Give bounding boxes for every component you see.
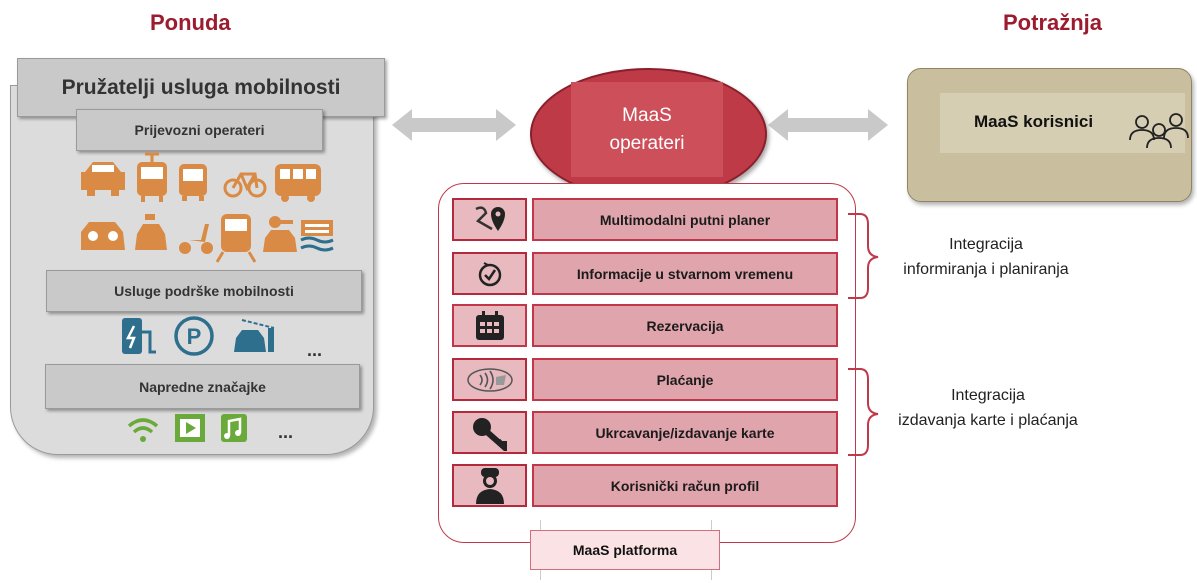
maas-operators-line2: operateri (609, 132, 685, 154)
realtime-info-label: Informacije u stvarnom vremenu (532, 252, 838, 295)
car-key-icon (263, 216, 297, 252)
brace-payment (848, 368, 879, 456)
brace-info (848, 213, 879, 299)
parking-icon: P (174, 316, 214, 356)
row-payment: Plaćanje (452, 358, 838, 401)
transport-icons-row-2 (81, 214, 334, 263)
multimodal-planner-label: Multimodalni putni planer (532, 198, 838, 241)
row-reservation: Rezervacija (452, 304, 838, 347)
transport-icons-row-1 (81, 152, 321, 202)
row-multimodal-planner: Multimodalni putni planer (452, 198, 838, 241)
maas-platform-label: MaaS platforma (530, 530, 720, 570)
payment-label: Plaćanje (532, 358, 838, 401)
car-sharing-icon (81, 222, 125, 250)
wifi-icon (127, 418, 159, 442)
ferry-icon (300, 220, 334, 252)
integration-info-line2: informiranja i planiranja (903, 261, 1069, 278)
integration-info-text: Integracija informiranja i planiranja (866, 232, 1106, 282)
train-icon (215, 214, 257, 263)
user-profile-icon (452, 464, 527, 507)
maas-operators-line1: MaaS (622, 104, 672, 126)
parking-barrier-car-icon (234, 319, 275, 352)
key-icon (452, 411, 527, 454)
features-ellipsis: ... (278, 422, 294, 442)
scooter-icon (179, 224, 213, 254)
ev-charging-icon (122, 318, 156, 354)
row-ticketing: Ukrcavanje/izdavanje karte (452, 411, 838, 454)
ticketing-label: Ukrcavanje/izdavanje karte (532, 411, 838, 454)
reservation-label: Rezervacija (532, 304, 838, 347)
contactless-payment-icon (452, 358, 527, 401)
maas-operators-label-box: MaaS operateri (571, 82, 723, 177)
mobility-providers-title: Pružatelji usluga mobilnosti (17, 58, 385, 117)
integration-payment-text: Integracija izdavanja karte i plaćanja (868, 383, 1108, 433)
tram-icon (137, 152, 167, 202)
feature-icons-row (127, 414, 247, 442)
transport-operators-box: Prijevozni operateri (76, 109, 323, 151)
clock-check-icon (452, 252, 527, 295)
svg-text:P: P (187, 324, 202, 349)
user-profile-label: Korisnički račun profil (532, 464, 838, 507)
car-icon (81, 162, 125, 196)
users-group-icon (1129, 113, 1189, 149)
supply-operator-arrow (392, 109, 516, 141)
advanced-features-box: Napredne značajke (45, 364, 360, 409)
demand-header: Potražnja (1003, 10, 1103, 35)
music-icon (221, 414, 247, 442)
support-icons-row: P (122, 316, 275, 356)
route-pin-icon (452, 198, 527, 241)
maas-users-label: MaaS korisnici (974, 112, 1094, 131)
integration-payment-line1: Integracija (951, 387, 1025, 404)
row-user-profile: Korisnički račun profil (452, 464, 838, 507)
integration-payment-line2: izdavanja karte i plaćanja (898, 412, 1078, 429)
operator-demand-arrow (768, 109, 888, 141)
integration-info-line1: Integracija (949, 236, 1023, 253)
coach-icon (275, 164, 321, 202)
maas-users-inner (940, 93, 1185, 153)
bus-icon (179, 164, 207, 201)
supply-header: Ponuda (150, 10, 231, 35)
support-ellipsis: ... (307, 340, 323, 360)
calendar-icon (452, 304, 527, 347)
row-realtime-info: Informacije u stvarnom vremenu (452, 252, 838, 295)
video-icon (175, 414, 205, 442)
bicycle-icon (223, 172, 267, 198)
taxi-icon (135, 214, 167, 250)
mobility-support-box: Usluge podrške mobilnosti (46, 270, 362, 312)
